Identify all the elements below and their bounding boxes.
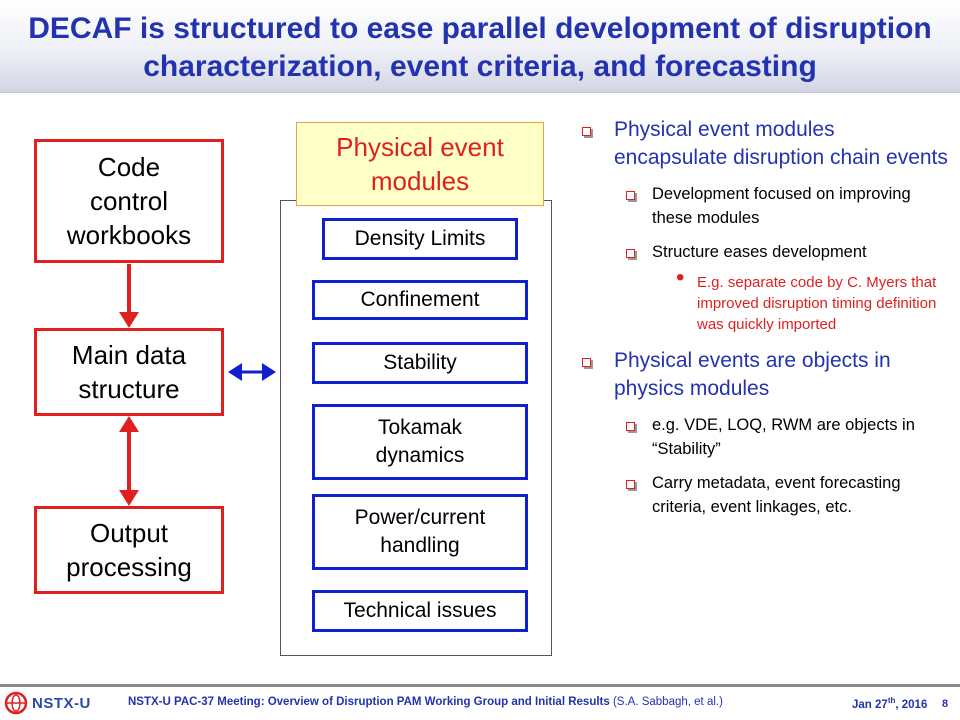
bullet-level2: Structure eases development [578,240,950,264]
arrow-code-to-main [119,264,139,328]
title-bar: DECAF is structured to ease parallel dev… [0,0,960,93]
module-technical-issues: Technical issues [312,590,528,632]
square-bullet-icon [582,127,591,136]
footer-meeting-info: NSTX-U PAC-37 Meeting: Overview of Disru… [128,696,723,708]
nstx-u-logo: NSTX-U [4,690,91,716]
bullet-text: Structure eases development [652,243,867,261]
date-suffix: th [887,696,896,705]
torus-icon [4,691,28,715]
bullet-level2: Carry metadata, event forecasting criter… [578,471,950,519]
footer-date: Jan 27th, 2016 [852,696,927,711]
module-label: Density Limits [354,227,486,250]
meeting-title: NSTX-U PAC-37 Meeting: Overview of Disru… [128,696,610,708]
footer-divider [0,684,960,687]
bullet-level1: Physical events are objects in physics m… [578,347,950,403]
main-data-label: Main data structure [71,340,187,404]
main-data-structure-box: Main data structure [34,328,224,416]
modules-header-label: Physical event modules [336,132,504,196]
module-label: Tokamak dynamics [375,416,465,467]
bullet-text: Carry metadata, event forecasting criter… [652,474,901,516]
module-label: Power/current handling [354,506,486,557]
module-density-limits: Density Limits [322,218,518,260]
bullet-level2: Development focused on improving these m… [578,182,950,230]
square-bullet-icon [582,358,591,367]
module-label: Stability [383,351,457,374]
bullet-text: Physical events are objects in physics m… [614,349,891,400]
bullet-level3: • E.g. separate code by C. Myers that im… [578,266,950,335]
date-year: , 2016 [895,698,928,711]
logo-text: NSTX-U [32,694,91,712]
bullet-text: E.g. separate code by C. Myers that impr… [697,274,937,333]
arrow-main-output-double [119,416,139,506]
bullet-text: Development focused on improving these m… [652,185,911,227]
module-power-current-handling: Power/current handling [312,494,528,570]
bullet-text: e.g. VDE, LOQ, RWM are objects in “Stabi… [652,416,915,458]
bullet-level1: Physical event modules encapsulate disru… [578,116,950,172]
bullet-level2: e.g. VDE, LOQ, RWM are objects in “Stabi… [578,413,950,461]
code-control-label: Code control workbooks [66,152,192,250]
square-bullet-icon [626,480,635,489]
module-confinement: Confinement [312,280,528,320]
module-label: Technical issues [343,599,497,622]
square-bullet-icon [626,191,635,200]
module-tokamak-dynamics: Tokamak dynamics [312,404,528,480]
bullet-list: Physical event modules encapsulate disru… [578,110,950,519]
arrow-main-modules-double [228,363,276,381]
module-label: Confinement [360,288,480,311]
square-bullet-icon [626,249,635,258]
page-number: 8 [942,698,949,710]
code-control-workbooks-box: Code control workbooks [34,139,224,263]
bullet-text: Physical event modules encapsulate disru… [614,118,948,169]
output-processing-label: Output processing [66,518,192,582]
slide-title: DECAF is structured to ease parallel dev… [28,12,932,83]
module-stability: Stability [312,342,528,384]
output-processing-box: Output processing [34,506,224,594]
square-bullet-icon [626,422,635,431]
physical-event-modules-header: Physical event modules [296,122,544,206]
date-main: Jan 27 [852,698,888,711]
meeting-authors: (S.A. Sabbagh, et al.) [612,696,723,708]
dot-bullet-icon: • [676,264,685,291]
